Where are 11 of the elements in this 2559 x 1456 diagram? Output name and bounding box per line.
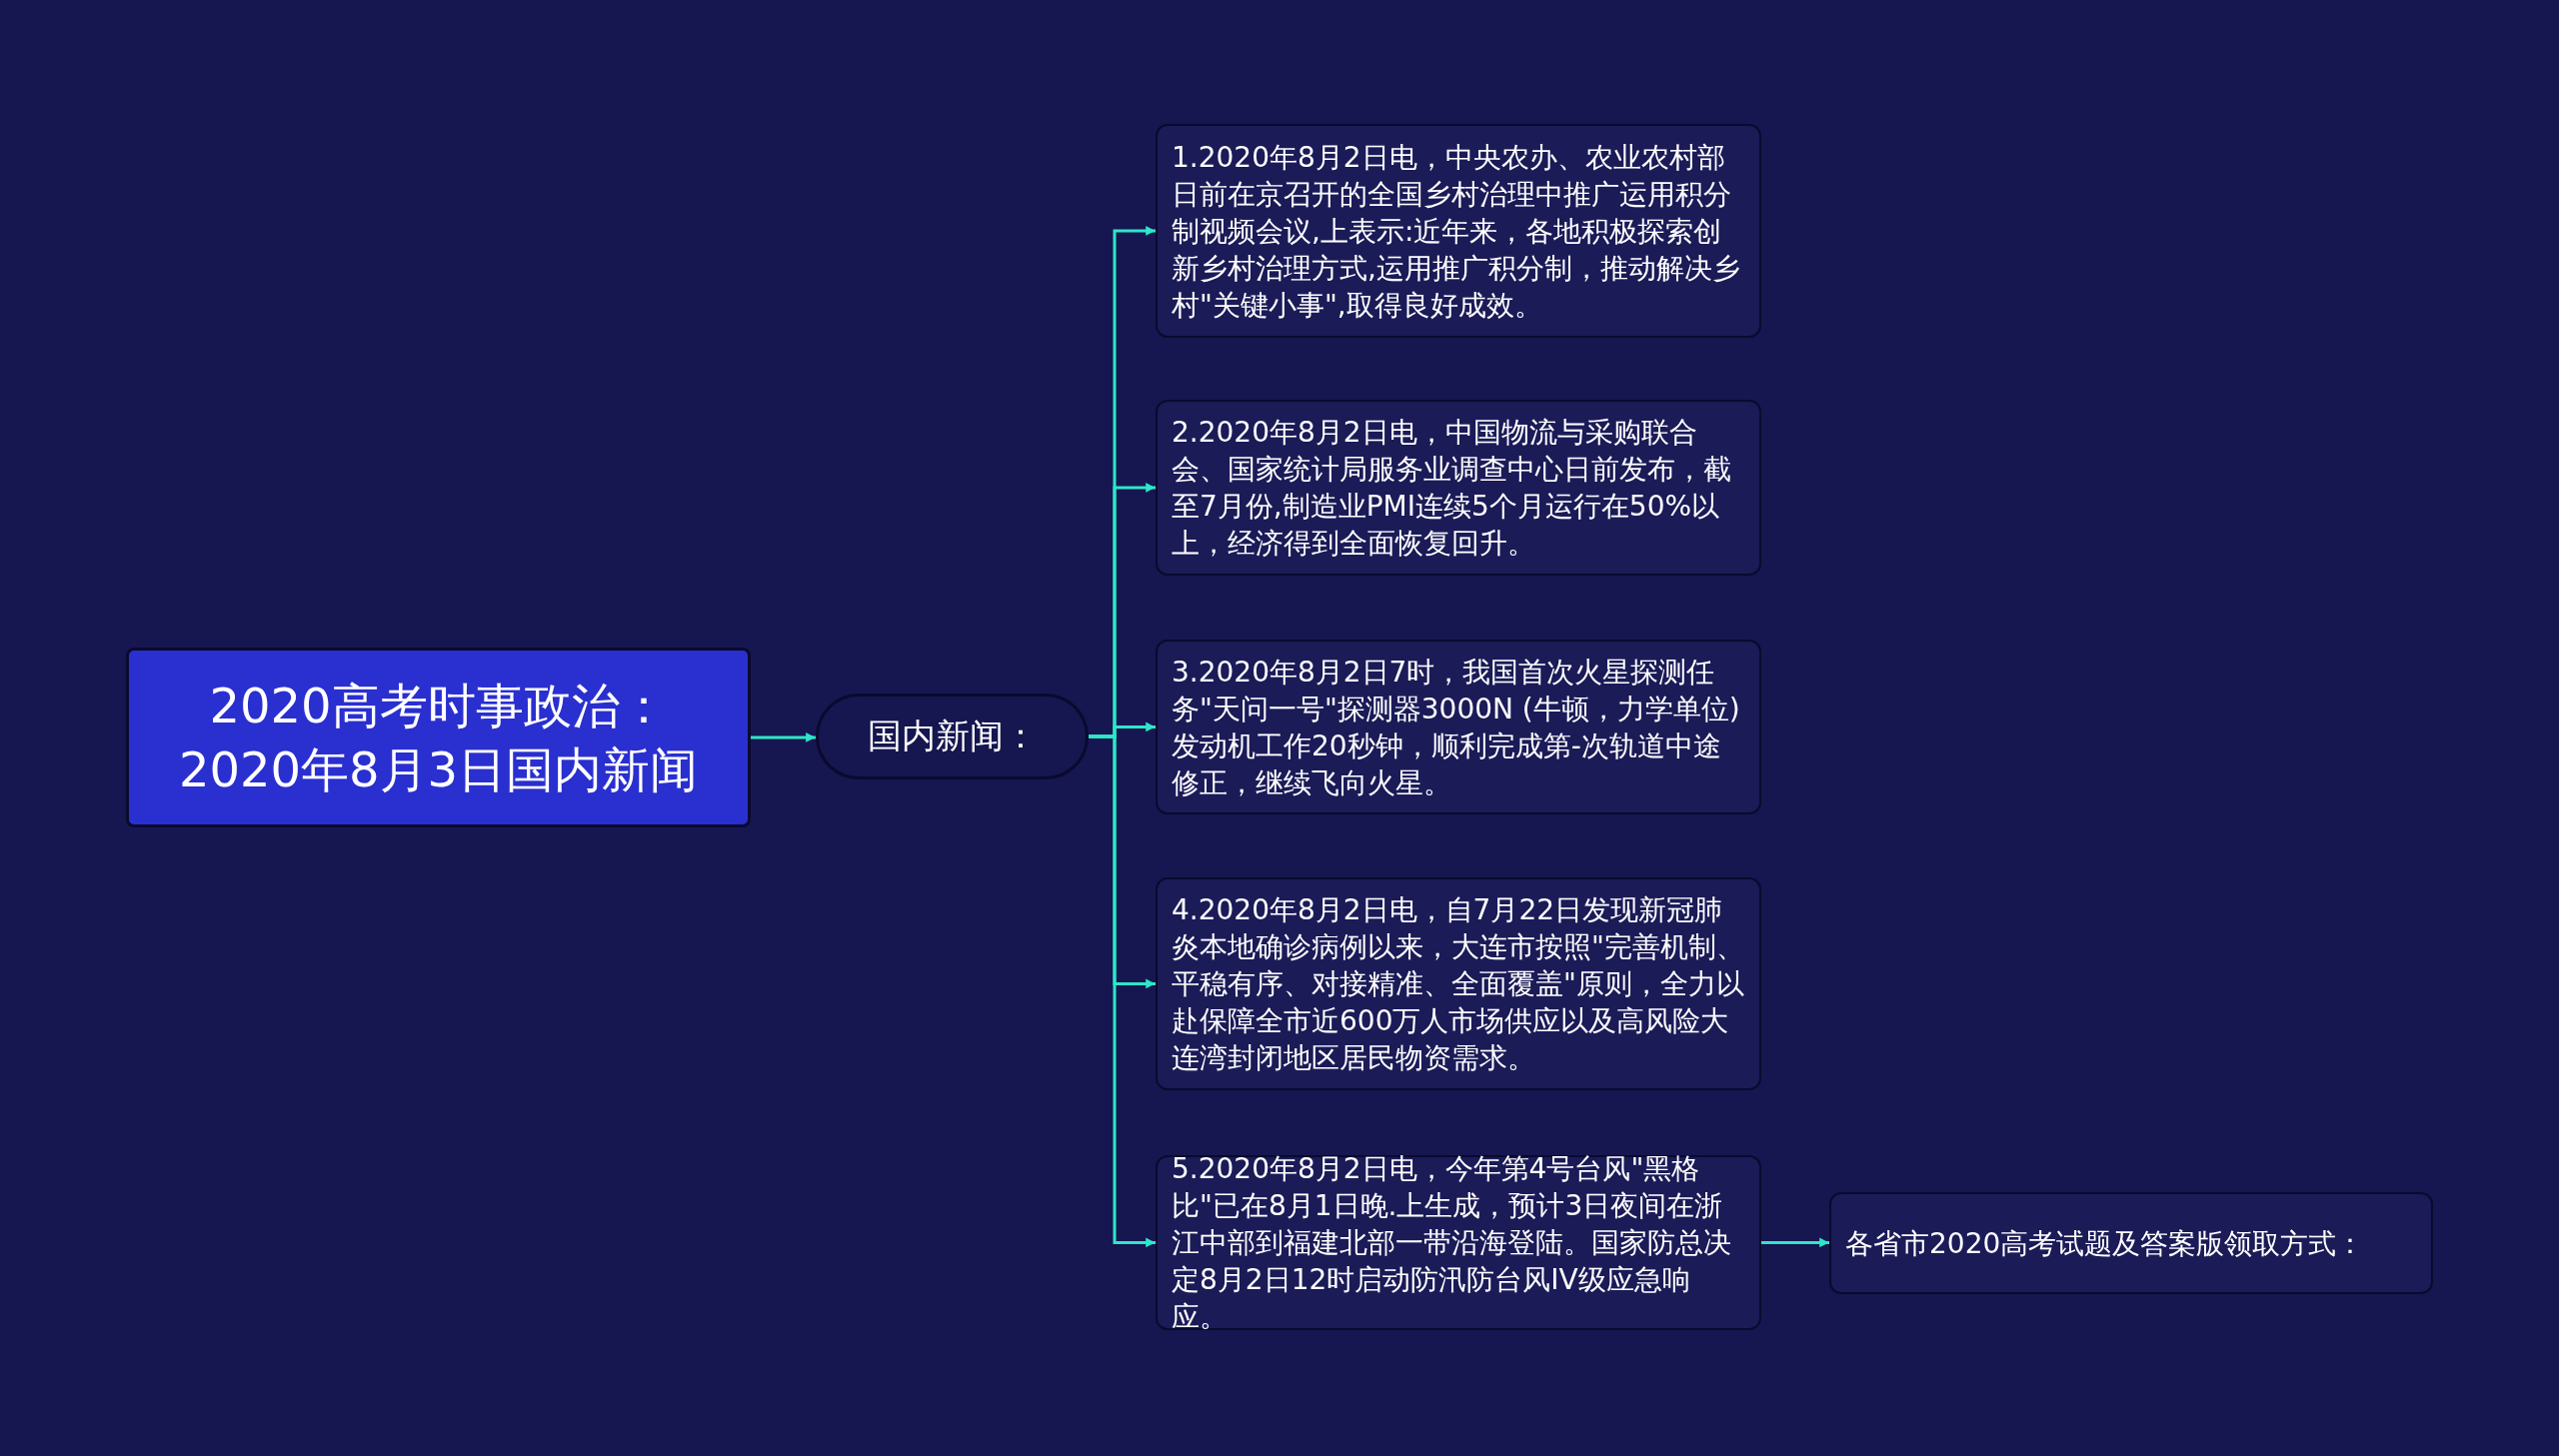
title-box: 2020高考时事政治：2020年8月3日国内新闻: [126, 648, 751, 827]
topic-box: 国内新闻：: [816, 694, 1089, 779]
news-box: 3.2020年8月2日7时，我国首次火星探测任务"天问一号"探测器3000N (牛顿，力学单位)发动机工作20秒钟，顺利完成第-次轨道中途修正，继续飞向火星。: [1156, 640, 1761, 814]
news-box: 2.2020年8月2日电，中国物流与采购联合会、国家统计局服务业调查中心日前发布，截至7月份,制造业PMI连续5个月运行在50%以上，经济得到全面恢复回升。: [1156, 400, 1761, 576]
news-box: 5.2020年8月2日电，今年第4号台风"黑格比"已在8月1日晚.上生成，预计3日夜间在浙江中部到福建北部一带沿海登陆。国家防总决定8月2日12时启动防汛防台风IV级应急响应。: [1156, 1155, 1761, 1330]
arrow: [1761, 1237, 1829, 1248]
news-box: 1.2020年8月2日电，中央农办、农业农村部日前在京召开的全国乡村治理中推广运用积分制视频会议,上表示:近年来，各地积极探索创新乡村治理方式,运用推广积分制，推动解决乡村"关键小事",取得良好成效。: [1156, 124, 1761, 338]
arrow: [751, 732, 816, 742]
news-box: 4.2020年8月2日电，自7月22日发现新冠肺炎本地确诊病例以来，大连市按照"完善机制、平稳有序、对接精准、全面覆盖"原则，全力以赴保障全市近600万人市场供应以及高风险大连湾封闭地区居民物资需求。: [1156, 877, 1761, 1090]
news-box: 各省市2020高考试题及答案版领取方式：: [1829, 1192, 2433, 1294]
arrow: [1089, 734, 1156, 1248]
